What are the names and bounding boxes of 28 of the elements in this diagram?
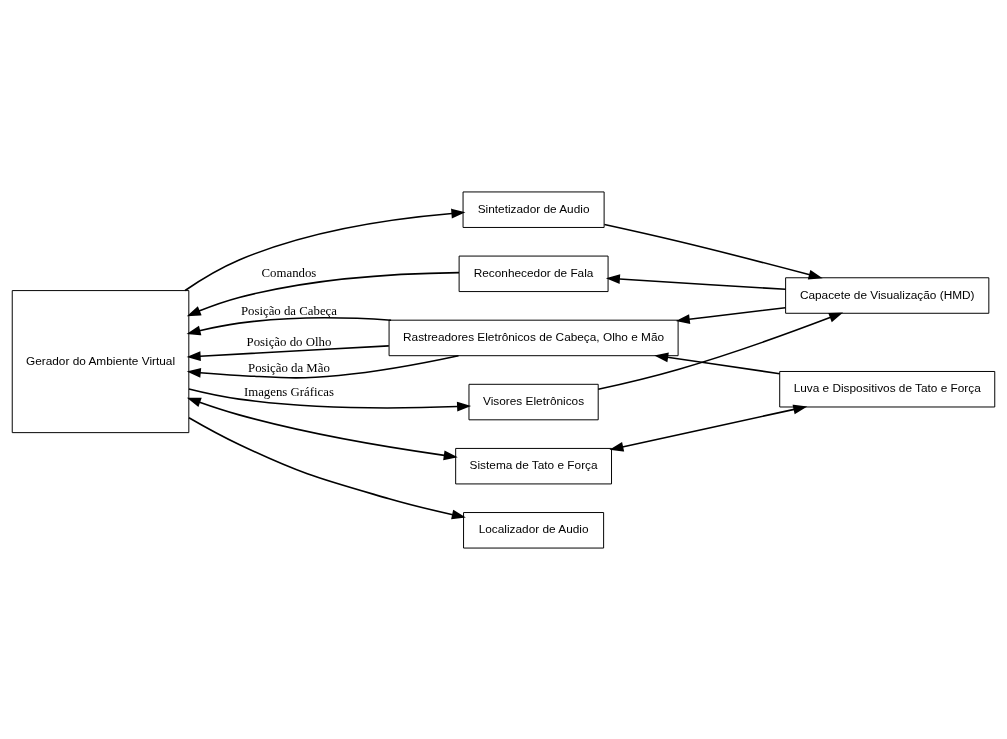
- node-box: Luva e Dispositivos de Tato e Força: [779, 370, 996, 407]
- node-box: Sintetizador de Audio: [462, 190, 605, 228]
- edge-label: Comandos: [261, 265, 317, 280]
- arrow: [609, 404, 808, 452]
- arrow: [186, 316, 392, 335]
- edge-label: Posição do Olho: [246, 334, 332, 349]
- node-box: Rastreadores Eletrônicos de Cabeça, Olho e Mão: [388, 319, 679, 356]
- edge-label: Posição da Mão: [248, 360, 330, 375]
- arrow: [675, 306, 787, 324]
- arrow: [597, 312, 844, 390]
- node-box: Reconhecedor de Fala: [458, 255, 609, 292]
- arrow: [186, 344, 390, 361]
- node-box: Gerador do Ambiente Virtual: [11, 289, 190, 433]
- arrow: [605, 273, 787, 290]
- arrow: [186, 397, 458, 460]
- arrow: [188, 416, 466, 519]
- edge-label: Posição da Cabeça: [240, 303, 337, 318]
- arrow: [654, 352, 781, 374]
- node-box: Capacete de Visualização (HMD): [785, 276, 990, 314]
- edge-label: Imagens Gráficas: [243, 384, 334, 399]
- arrow: [188, 387, 472, 411]
- arrow: [603, 223, 823, 279]
- node-box: Localizador de Audio: [463, 511, 605, 549]
- node-box: Visores Eletrônicos: [468, 383, 599, 420]
- node-box: Sistema de Tato e Força: [455, 447, 612, 484]
- arrow: [184, 208, 466, 291]
- arrow: [186, 271, 460, 316]
- arrow: [186, 354, 460, 379]
